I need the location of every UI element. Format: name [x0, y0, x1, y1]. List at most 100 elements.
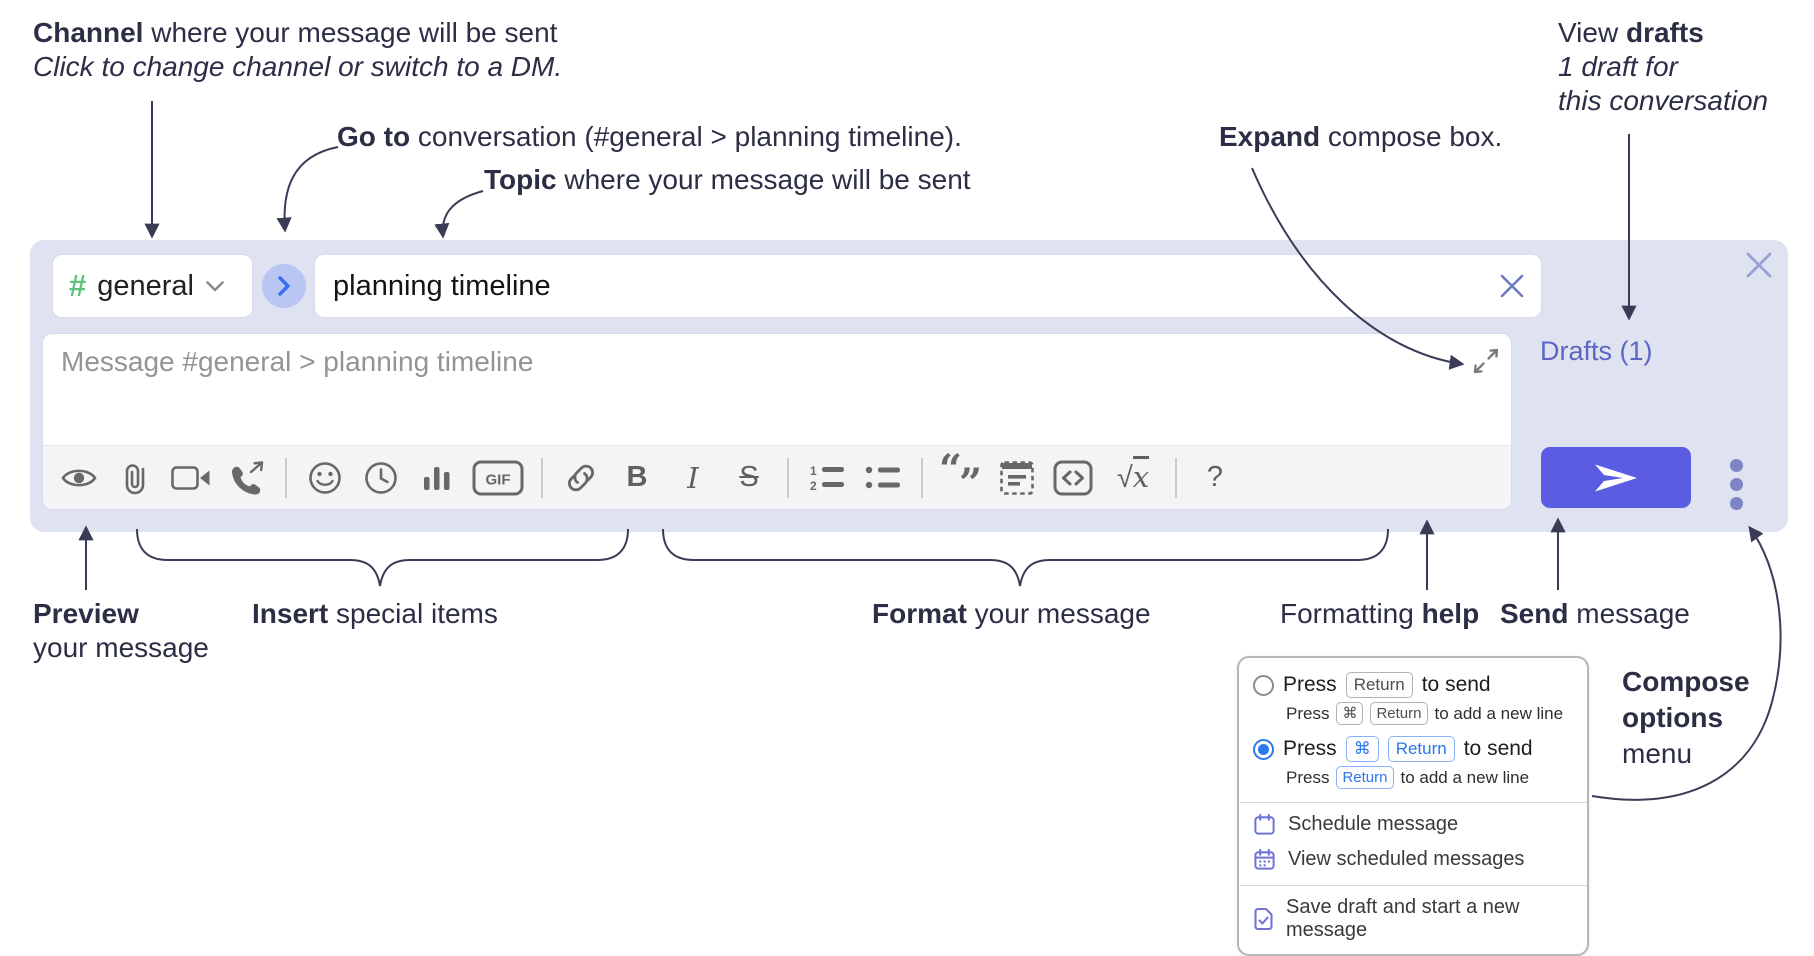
press-label: Press	[1283, 673, 1337, 696]
paperclip-icon	[125, 463, 145, 494]
format-annotation: Format your message	[872, 597, 1151, 631]
toolbar-separator	[787, 457, 789, 498]
press-label: Press	[1283, 737, 1337, 760]
insert-link-button[interactable]	[557, 454, 605, 502]
toolbar-separator	[541, 457, 543, 498]
preview-annotation-bold: Preview	[33, 598, 139, 629]
close-compose-button[interactable]	[1744, 250, 1774, 280]
gif-icon: GIF	[472, 460, 524, 495]
quote-button[interactable]: “ ”	[937, 445, 985, 507]
math-icon: √x	[1117, 456, 1150, 495]
view-drafts-pre: View	[1558, 17, 1626, 48]
toolbar-separator	[1175, 457, 1177, 498]
expand-compose-button[interactable]	[1473, 348, 1499, 374]
phone-call-icon	[232, 460, 264, 495]
topic-input-box	[314, 254, 1542, 318]
bulleted-list-button[interactable]	[859, 454, 907, 502]
send-icon	[1595, 464, 1637, 491]
calendar-icon	[1253, 813, 1276, 836]
message-compose-area: GIF B I S 1 2	[42, 333, 1512, 510]
help-annotation: Formatting help	[1280, 597, 1479, 631]
formatting-help-button[interactable]: ?	[1191, 454, 1239, 502]
topic-annotation: Topic where your message will be sent	[484, 163, 971, 197]
insert-annotation-rest: special items	[328, 598, 498, 629]
send-button[interactable]	[1541, 447, 1691, 508]
channel-annotation-rest: where your message will be sent	[143, 17, 558, 48]
close-icon	[1746, 252, 1772, 278]
add-global-time-button[interactable]	[357, 454, 405, 502]
compose-options-annotation: Compose options menu	[1622, 664, 1750, 772]
bold-glyph: B	[626, 461, 648, 493]
expand-annotation-rest: compose box.	[1320, 121, 1503, 152]
clear-topic-button[interactable]	[1499, 273, 1525, 299]
message-input[interactable]	[43, 334, 1511, 445]
add-video-call-button[interactable]	[167, 454, 215, 502]
video-camera-icon	[171, 465, 210, 490]
view-drafts-line2: 1 draft for	[1558, 51, 1678, 82]
spoiler-icon	[1000, 460, 1034, 495]
press-label: Press	[1286, 767, 1330, 787]
svg-text:1: 1	[810, 464, 817, 478]
radio-unchecked-icon[interactable]	[1253, 674, 1274, 696]
add-poll-button[interactable]	[413, 454, 461, 502]
kbd-return: Return	[1370, 702, 1428, 725]
to-send-label: to send	[1463, 737, 1533, 760]
code-button[interactable]	[1049, 454, 1097, 502]
option-enter-to-send-hint: Press ⌘ Return to add a new line	[1239, 698, 1587, 730]
expand-annotation: Expand compose box.	[1219, 120, 1502, 154]
spoiler-button[interactable]	[993, 454, 1041, 502]
option-enter-to-send[interactable]: Press Return to send	[1239, 666, 1587, 698]
strikethrough-button[interactable]: S	[725, 454, 773, 502]
menu-item-label: View scheduled messages	[1288, 848, 1525, 870]
add-voice-call-button[interactable]	[223, 454, 271, 502]
numbered-list-button[interactable]: 1 2	[803, 454, 851, 502]
eye-icon	[61, 469, 97, 486]
topic-annotation-bold: Topic	[484, 164, 557, 195]
expand-icon	[1473, 348, 1499, 374]
channel-annotation: Channel where your message will be sent …	[33, 16, 562, 84]
menu-divider	[1239, 885, 1587, 886]
smiley-icon	[309, 461, 341, 494]
goto-annotation: Go to conversation (#general > planning …	[337, 120, 962, 154]
numbered-list-icon: 1 2	[810, 464, 844, 493]
compose-options-menu-button[interactable]	[1730, 459, 1744, 510]
attach-file-button[interactable]	[111, 454, 159, 502]
menu-item-schedule-message[interactable]: Schedule message	[1239, 807, 1587, 842]
newline-label: to add a new line	[1434, 703, 1564, 723]
bar-chart-icon	[424, 466, 450, 490]
expand-annotation-bold: Expand	[1219, 121, 1321, 152]
option-cmd-enter-to-send[interactable]: Press ⌘ Return to send	[1239, 730, 1587, 762]
insert-annotation-bold: Insert	[252, 598, 329, 629]
bold-button[interactable]: B	[613, 454, 661, 502]
compose-options-line3: menu	[1622, 738, 1693, 769]
menu-item-view-scheduled[interactable]: View scheduled messages	[1239, 842, 1587, 877]
menu-divider	[1239, 802, 1587, 803]
goto-conversation-button[interactable]	[262, 264, 306, 308]
menu-item-save-draft[interactable]: Save draft and start a new message	[1239, 890, 1587, 948]
add-emoji-button[interactable]	[301, 454, 349, 502]
drafts-link[interactable]: Drafts (1)	[1540, 336, 1653, 366]
chevron-right-icon	[278, 276, 290, 296]
topic-annotation-rest: where your message will be sent	[556, 164, 971, 195]
goto-annotation-rest: conversation (#general > planning timeli…	[410, 121, 962, 152]
compose-options-line1: Compose	[1622, 666, 1750, 697]
compose-box: # general	[30, 240, 1788, 532]
kbd-cmd: ⌘	[1345, 736, 1379, 762]
kbd-cmd: ⌘	[1336, 702, 1364, 725]
radio-checked-icon[interactable]	[1253, 738, 1274, 760]
channel-selector[interactable]: # general	[52, 254, 253, 318]
topic-input[interactable]	[331, 268, 1499, 304]
math-button[interactable]: √x	[1105, 454, 1161, 502]
add-gif-button[interactable]: GIF	[469, 454, 527, 502]
compose-options-popup: Press Return to send Press ⌘ Return to a…	[1237, 656, 1589, 956]
kbd-return: Return	[1336, 766, 1394, 789]
italic-button[interactable]: I	[669, 454, 717, 502]
strikethrough-glyph: S	[739, 461, 759, 493]
preview-message-button[interactable]	[55, 454, 103, 502]
option-cmd-enter-to-send-hint: Press Return to add a new line	[1239, 762, 1587, 794]
close-icon	[1500, 274, 1524, 298]
send-annotation-bold: Send	[1500, 598, 1569, 629]
italic-glyph: I	[687, 460, 699, 495]
quote-icon: “ ”	[939, 445, 983, 507]
draft-check-icon	[1253, 907, 1274, 931]
